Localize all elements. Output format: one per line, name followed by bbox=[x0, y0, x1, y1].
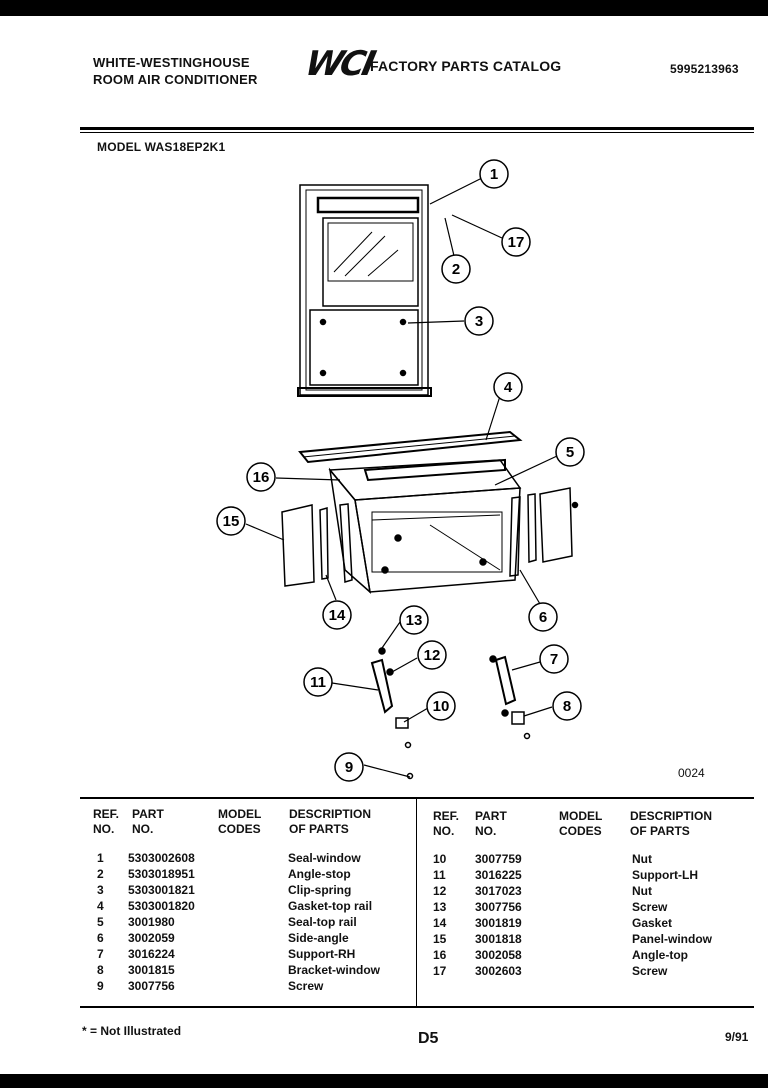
header-ref-left: REF.NO. bbox=[93, 807, 120, 836]
exploded-parts-diagram: 1 2 3 4 5 6 7 8 9 10 11 12 13 14 15 16 1… bbox=[216, 159, 585, 782]
table-bottom-rule bbox=[80, 1006, 754, 1008]
top-rail-illustration bbox=[298, 430, 523, 464]
brand-line-2: ROOM AIR CONDITIONER bbox=[93, 72, 258, 87]
catalog-number: 5995213963 bbox=[670, 62, 739, 76]
callout-6: 6 bbox=[539, 609, 547, 626]
table-row: 12 3017023 Nut bbox=[433, 884, 652, 898]
table-row: 4 5303001820 Gasket-top rail bbox=[97, 899, 373, 913]
window-frame-illustration bbox=[297, 184, 432, 397]
not-illustrated-note: * = Not Illustrated bbox=[82, 1024, 182, 1038]
table-top-rule bbox=[80, 797, 754, 799]
callout-11: 11 bbox=[310, 674, 326, 691]
header-ref-right: REF.NO. bbox=[433, 809, 460, 838]
callout-5: 5 bbox=[566, 444, 574, 461]
table-row: 2 5303018951 Angle-stop bbox=[97, 867, 351, 881]
model-label: MODEL WAS18EP2K1 bbox=[97, 140, 226, 154]
callout-7: 7 bbox=[550, 651, 558, 668]
right-support-illustration bbox=[489, 655, 531, 740]
table-row: 11 3016225 Support-LH bbox=[433, 868, 698, 882]
callout-14: 14 bbox=[329, 607, 346, 624]
callout-8: 8 bbox=[563, 698, 571, 715]
callout-circles bbox=[216, 159, 585, 782]
callout-16: 16 bbox=[253, 469, 270, 486]
revision-date: 9/91 bbox=[725, 1030, 749, 1044]
callout-15: 15 bbox=[223, 513, 240, 530]
table-row: 10 3007759 Nut bbox=[433, 852, 652, 866]
wci-logo: WCI bbox=[301, 44, 377, 84]
callout-2: 2 bbox=[452, 261, 460, 278]
diagram-code: 0024 bbox=[678, 766, 705, 780]
table-row: 7 3016224 Support-RH bbox=[97, 947, 356, 961]
page-number: D5 bbox=[418, 1030, 439, 1047]
callout-12: 12 bbox=[424, 647, 441, 664]
table-row: 13 3007756 Screw bbox=[433, 900, 668, 914]
catalog-title: FACTORY PARTS CATALOG bbox=[370, 58, 562, 74]
table-row: 8 3001815 Bracket-window bbox=[97, 963, 381, 977]
table-row: 3 5303001821 Clip-spring bbox=[97, 883, 352, 897]
top-border bbox=[0, 0, 768, 16]
callout-numbers: 1 2 3 4 5 6 7 8 9 10 11 12 13 14 15 16 1… bbox=[223, 166, 575, 776]
callout-3: 3 bbox=[475, 313, 483, 330]
header-rule-thin bbox=[80, 132, 754, 133]
callout-leaders bbox=[245, 177, 558, 778]
callout-9: 9 bbox=[345, 759, 353, 776]
callout-4: 4 bbox=[504, 379, 513, 396]
bottom-border bbox=[0, 1074, 768, 1088]
header-rule bbox=[80, 127, 754, 130]
callout-10: 10 bbox=[433, 698, 450, 715]
callout-13: 13 bbox=[406, 612, 423, 629]
table-row: 1 5303002608 Seal-window bbox=[97, 851, 361, 865]
table-row: 15 3001818 Panel-window bbox=[433, 932, 713, 946]
table-row: 16 3002058 Angle-top bbox=[433, 948, 688, 962]
right-panel-illustration bbox=[509, 487, 579, 577]
table-row: 9 3007756 Screw bbox=[97, 979, 324, 993]
left-support-illustration bbox=[370, 647, 414, 780]
cabinet-illustration bbox=[328, 458, 522, 594]
callout-1: 1 bbox=[490, 166, 498, 183]
brand-line-1: WHITE-WESTINGHOUSE bbox=[93, 55, 250, 70]
table-row: 5 3001980 Seal-top rail bbox=[97, 915, 357, 929]
table-row: 17 3002603 Screw bbox=[433, 964, 668, 978]
callout-17: 17 bbox=[508, 234, 525, 251]
table-divider bbox=[416, 799, 417, 1006]
table-row: 14 3001819 Gasket bbox=[433, 916, 673, 930]
table-row: 6 3002059 Side-angle bbox=[97, 931, 349, 945]
left-panel-illustration bbox=[281, 503, 353, 587]
